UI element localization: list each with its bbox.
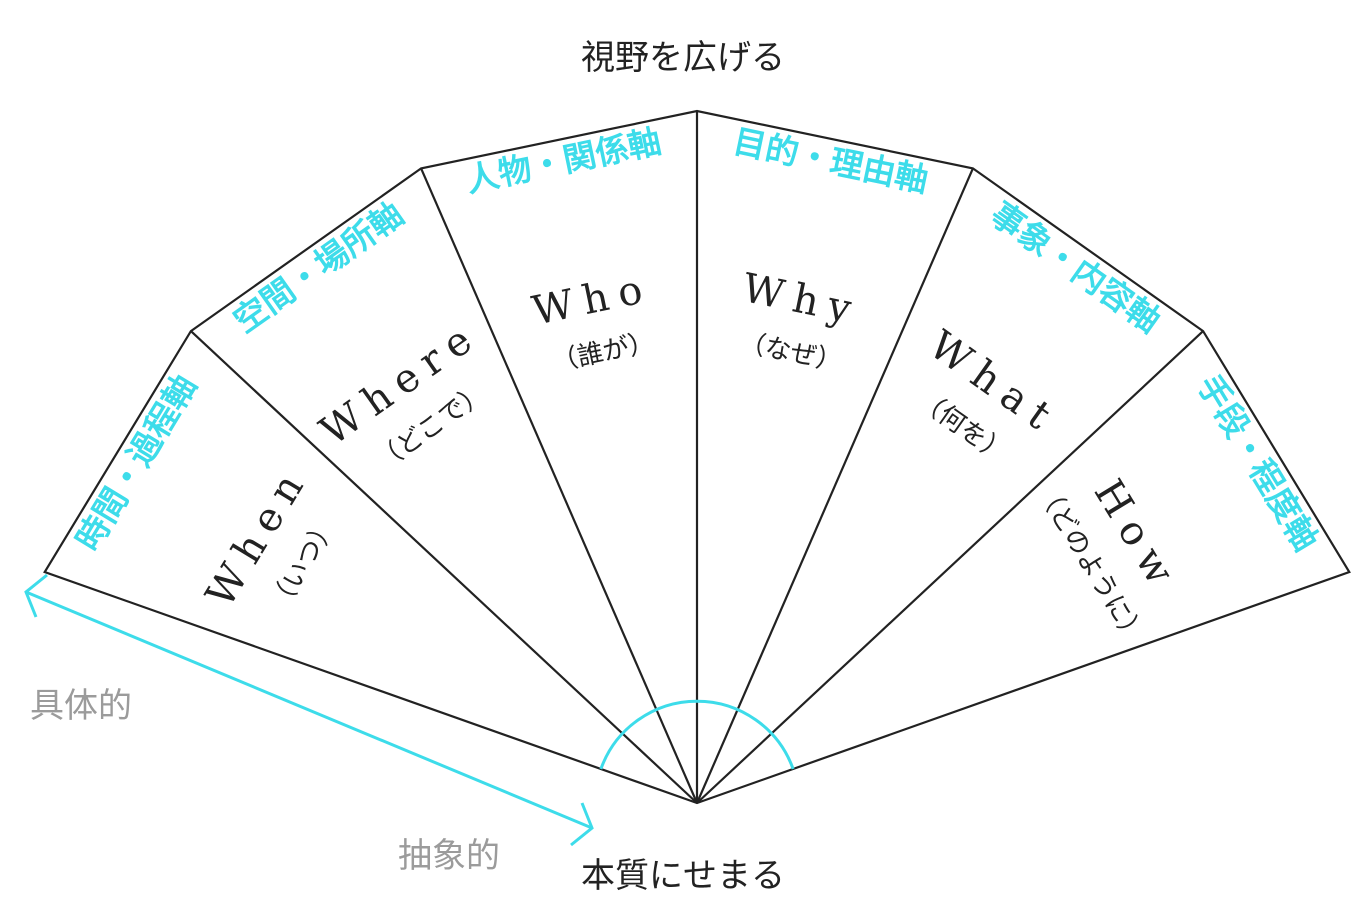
fan-outline [43,109,1351,805]
double-arrow-shaft [25,590,593,830]
segment-question-word: Who [528,265,656,335]
pivot-arc [599,699,795,770]
segment-meaning: （なぜ） [737,327,845,378]
segment-axis-label: 人物・関係軸 [463,121,665,200]
segment-question-word: Why [739,265,865,334]
concrete-abstract-arrow [24,573,795,847]
concrete-label: 具体的 [30,686,132,726]
fan-divider-line [420,167,699,804]
arrow-head-concrete [24,573,48,618]
segment-axis-label: 目的・理由軸 [730,121,932,200]
arrow-head-abstract [570,802,594,847]
top-label: 視野を広げる [581,38,785,78]
segment-axis-label: 事象・内容軸 [983,194,1167,340]
fan-divider-line [695,167,974,804]
segment-meaning: （誰が） [549,327,657,378]
bottom-label: 本質にせまる [581,856,785,896]
fan-divider-line [696,330,1204,804]
segment-axis-label: 時間・過程軸 [68,368,204,558]
abstract-label: 抽象的 [398,836,500,876]
fan-divider-line [190,330,698,804]
segment-axis-label: 空間・場所軸 [226,194,410,340]
segment-axis-label: 手段・程度軸 [1190,368,1326,558]
